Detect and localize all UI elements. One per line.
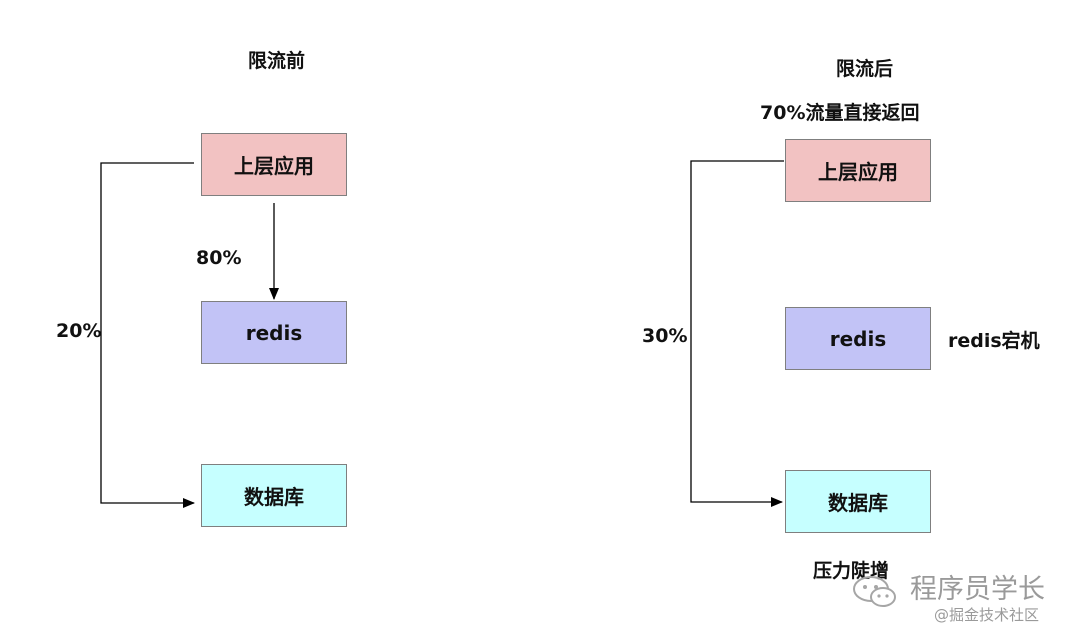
right-db-note: 压力陡增 [813,560,890,582]
left-pct-to-db: 20% [56,320,102,342]
left-pct-to-redis: 80% [196,247,242,269]
left-app-box: 上层应用 [201,133,347,196]
left-redis-box: redis [201,301,347,364]
right-db-box: 数据库 [785,470,931,533]
right-title: 限流后 [836,58,894,80]
right-subtitle: 70%流量直接返回 [760,102,920,124]
watermark-account-name: 程序员学长 [910,574,1045,605]
right-pct-to-db: 30% [642,325,688,347]
right-redis-box: redis [785,307,931,370]
watermark-source: @掘金技术社区 [934,606,1040,624]
left-title: 限流前 [248,50,306,72]
left-db-box: 数据库 [201,464,347,527]
right-arrow-app-to-db [690,160,784,507]
wechat-logo-icon [852,575,898,609]
right-redis-note: redis宕机 [948,330,1040,352]
left-arrow-app-to-db [100,162,195,508]
right-app-box: 上层应用 [785,139,931,202]
